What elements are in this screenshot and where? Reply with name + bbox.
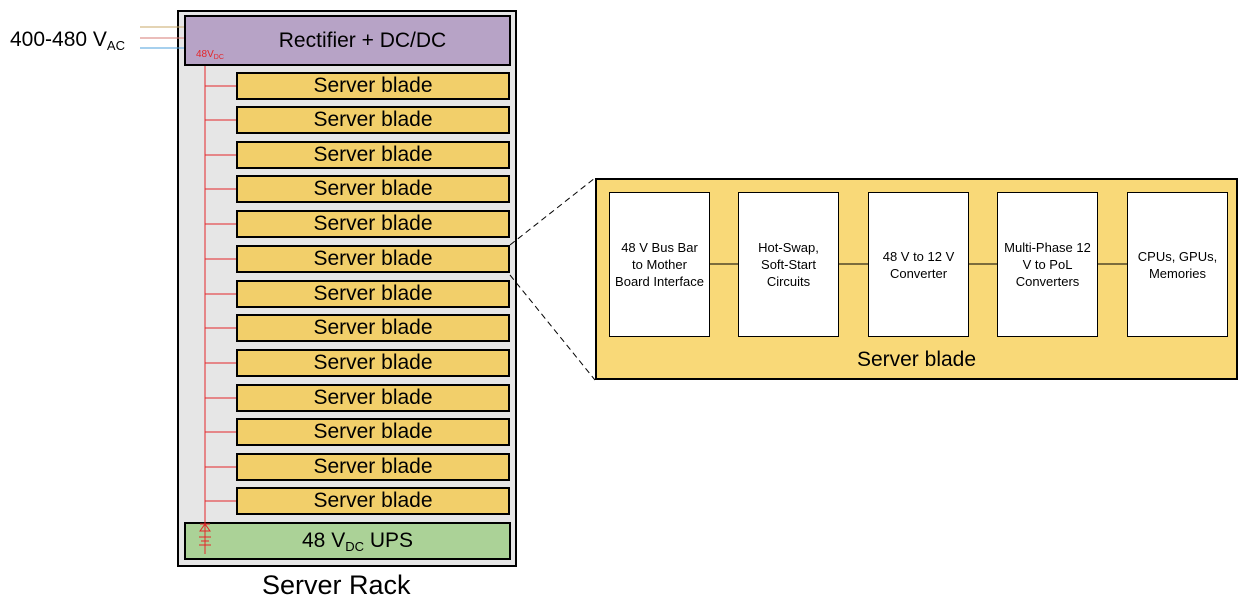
hot-swap-block: Hot-Swap, Soft-Start Circuits — [738, 192, 839, 337]
zoom-line-bottom — [509, 274, 596, 381]
server-blade-9: Server blade — [236, 349, 510, 377]
pol-converter-block: Multi-Phase 12 V to PoL Converters — [997, 192, 1098, 337]
processors-block: CPUs, GPUs, Memories — [1127, 192, 1228, 337]
server-blade-detail-label: Server blade — [856, 348, 977, 371]
bus-bar-interface-block: 48 V Bus Bar to Mother Board Interface — [609, 192, 710, 337]
dc-bus-voltage-label: 48VDC — [196, 49, 224, 62]
rectifier-dcdc-block: Rectifier + DC/DC — [184, 15, 511, 66]
server-blade-8: Server blade — [236, 314, 510, 342]
ups-block: 48 VDC UPS — [184, 522, 511, 560]
server-blade-5: Server blade — [236, 210, 510, 238]
server-blade-6: Server blade — [236, 245, 510, 273]
server-rack-label: Server Rack — [262, 570, 411, 600]
zoom-line-top — [509, 177, 596, 246]
server-blade-2: Server blade — [236, 106, 510, 134]
ups-diode-symbol — [199, 522, 211, 554]
server-blade-10: Server blade — [236, 384, 510, 412]
server-blade-1: Server blade — [236, 72, 510, 100]
dc-bus — [204, 66, 236, 522]
server-blade-4: Server blade — [236, 175, 510, 203]
server-blade-12: Server blade — [236, 453, 510, 481]
dc-dc-converter-block: 48 V to 12 V Converter — [868, 192, 969, 337]
input-voltage-label: 400-480 VAC — [10, 28, 125, 53]
server-blade-11: Server blade — [236, 418, 510, 446]
server-blade-7: Server blade — [236, 280, 510, 308]
server-blade-13: Server blade — [236, 487, 510, 515]
server-blade-3: Server blade — [236, 141, 510, 169]
